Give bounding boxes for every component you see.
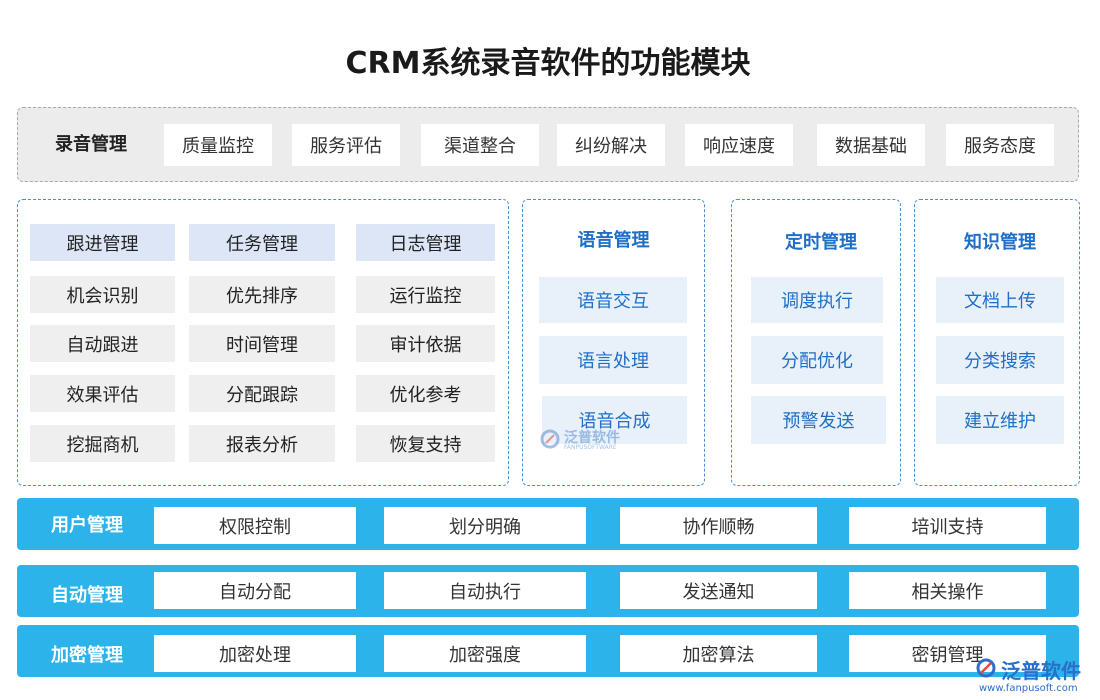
voice-item: 语音合成 [542, 396, 687, 444]
list-item: 报表分析 [189, 425, 335, 462]
recording-item: 质量监控 [164, 124, 272, 166]
timer-panel-head: 定时管理 [785, 232, 857, 253]
recording-label: 录音管理 [55, 134, 127, 155]
band-label: 用户管理 [51, 515, 123, 536]
watermark-name: 泛普软件 [564, 430, 620, 446]
recording-item: 响应速度 [685, 124, 793, 166]
brand-logo: 泛普软件 www.fanpusoft.com [975, 655, 1097, 699]
list-item: 挖掘商机 [30, 425, 175, 462]
band-item: 加密处理 [154, 635, 356, 672]
recording-item: 纠纷解决 [557, 124, 665, 166]
band-item: 划分明确 [384, 507, 586, 544]
voice-panel-head: 语音管理 [577, 230, 650, 251]
knowledge-item: 文档上传 [936, 277, 1064, 323]
voice-item: 语音交互 [539, 277, 687, 323]
list-item: 效果评估 [30, 375, 175, 412]
band-item: 培训支持 [849, 507, 1046, 544]
timer-item: 分配优化 [751, 336, 883, 384]
column-head: 任务管理 [189, 224, 335, 261]
band-item: 相关操作 [849, 572, 1046, 609]
list-item: 运行监控 [356, 276, 495, 313]
band-item: 密钥管理 [849, 635, 1046, 672]
watermark: 泛普软件 FANPUSOFTWARE [540, 427, 640, 453]
recording-item: 服务态度 [946, 124, 1054, 166]
list-item: 恢复支持 [356, 425, 495, 462]
recording-item: 渠道整合 [421, 124, 539, 166]
watermark-sub: FANPUSOFTWARE [564, 444, 617, 451]
recording-item: 服务评估 [292, 124, 400, 166]
column-head: 日志管理 [356, 224, 495, 261]
band-item: 加密算法 [620, 635, 817, 672]
column-head: 跟进管理 [30, 224, 175, 261]
list-item: 审计依据 [356, 325, 495, 362]
logo-name: 泛普软件 [1001, 659, 1081, 683]
list-item: 优化参考 [356, 375, 495, 412]
list-item: 自动跟进 [30, 325, 175, 362]
list-item: 分配跟踪 [189, 375, 335, 412]
band-item: 自动执行 [384, 572, 586, 609]
recording-item: 数据基础 [817, 124, 925, 166]
band-label: 加密管理 [51, 645, 123, 666]
list-item: 时间管理 [189, 325, 335, 362]
logo-url: www.fanpusoft.com [979, 683, 1078, 694]
fanpu-logo-icon [540, 429, 560, 449]
fanpu-logo-icon [976, 658, 996, 678]
voice-item: 语言处理 [539, 336, 687, 384]
knowledge-item: 建立维护 [936, 396, 1064, 444]
list-item: 优先排序 [189, 276, 335, 313]
timer-item: 调度执行 [751, 277, 883, 323]
knowledge-item: 分类搜索 [936, 336, 1064, 384]
knowledge-panel-head: 知识管理 [964, 232, 1036, 253]
band-item: 加密强度 [384, 635, 586, 672]
band-item: 权限控制 [154, 507, 356, 544]
timer-item: 预警发送 [751, 396, 886, 444]
diagram-title: CRM系统录音软件的功能模块 [345, 46, 751, 81]
band-item: 发送通知 [620, 572, 817, 609]
band-item: 自动分配 [154, 572, 356, 609]
band-item: 协作顺畅 [620, 507, 817, 544]
band-label: 自动管理 [51, 585, 123, 606]
list-item: 机会识别 [30, 276, 175, 313]
